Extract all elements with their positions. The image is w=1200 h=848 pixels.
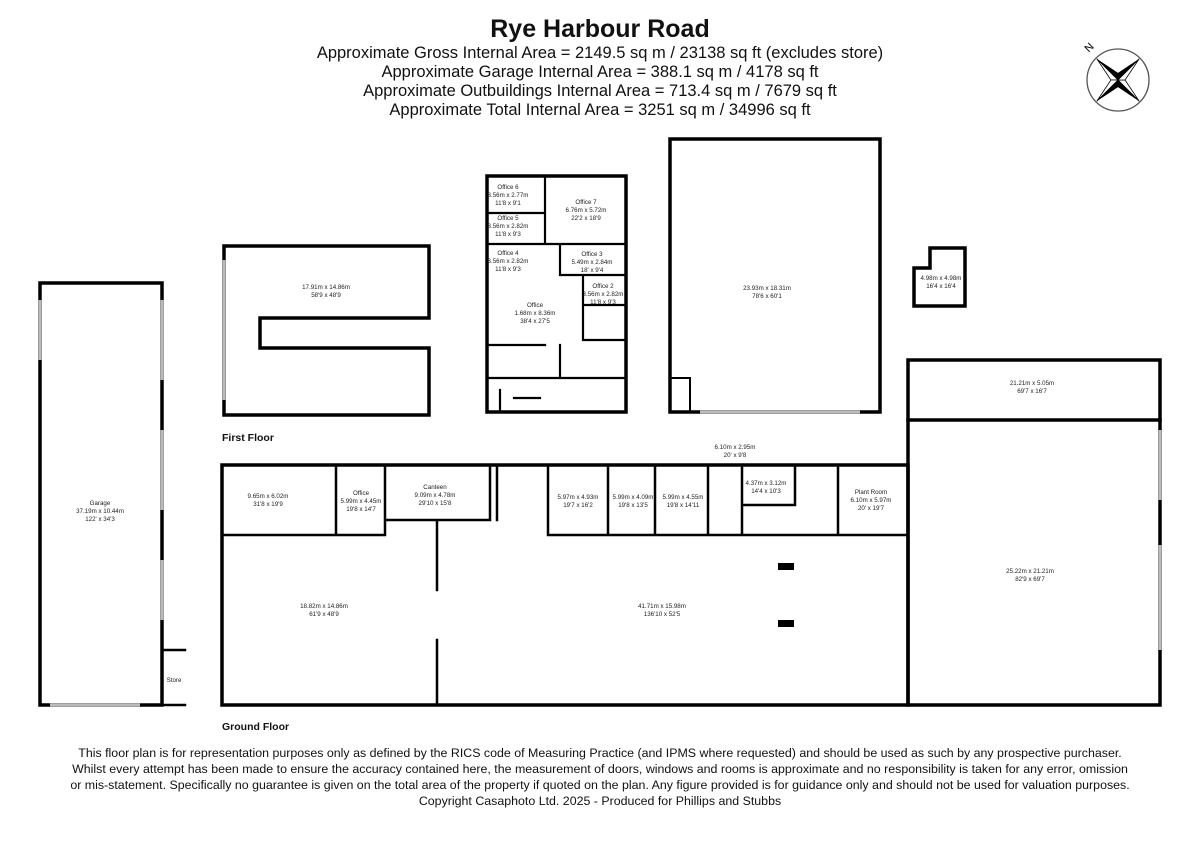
svg-text:78'6 x 60'1: 78'6 x 60'1 <box>752 293 782 300</box>
gross-internal-area: Approximate Gross Internal Area = 2149.5… <box>316 44 884 62</box>
svg-text:6.10m x 2.95m: 6.10m x 2.95m <box>715 444 756 451</box>
svg-text:Office 4: Office 4 <box>497 250 519 257</box>
svg-text:18' x 9'4: 18' x 9'4 <box>581 267 604 274</box>
svg-text:25.22m x 21.21m: 25.22m x 21.21m <box>1006 568 1054 575</box>
copyright-text: Copyright Casaphoto Ltd. 2025 - Produced… <box>418 794 782 808</box>
svg-text:Office 5: Office 5 <box>497 215 519 222</box>
svg-text:Office: Office <box>527 302 544 309</box>
svg-text:Office: Office <box>353 490 370 497</box>
svg-text:41.71m x 15.98m: 41.71m x 15.98m <box>638 603 686 610</box>
svg-text:11'8 x 9'3: 11'8 x 9'3 <box>590 299 616 306</box>
svg-text:20' x 19'7: 20' x 19'7 <box>858 505 885 512</box>
svg-text:3.56m x 2.82m: 3.56m x 2.82m <box>488 258 529 265</box>
svg-text:9.65m x 6.02m: 9.65m x 6.02m <box>248 493 289 500</box>
ground-floor-outline <box>220 463 910 707</box>
svg-text:Office 7: Office 7 <box>575 199 597 206</box>
plan-header: Rye Harbour Road Approximate Gross Inter… <box>0 14 1200 120</box>
outbuildings-internal-area: Approximate Outbuildings Internal Area =… <box>363 82 837 100</box>
ground-floor-label: Ground Floor <box>222 721 290 733</box>
svg-text:29'10 x 15'8: 29'10 x 15'8 <box>419 500 453 507</box>
svg-text:14'4 x 10'3: 14'4 x 10'3 <box>751 488 781 495</box>
svg-text:69'7 x 16'7: 69'7 x 16'7 <box>1017 388 1047 395</box>
svg-text:38'4 x 27'5: 38'4 x 27'5 <box>520 318 550 325</box>
svg-text:18.82m x 14.86m: 18.82m x 14.86m <box>300 603 348 610</box>
svg-text:19'7 x 16'2: 19'7 x 16'2 <box>563 502 593 509</box>
svg-text:61'9 x 48'9: 61'9 x 48'9 <box>309 611 339 618</box>
svg-text:11'8 x 9'3: 11'8 x 9'3 <box>495 231 521 238</box>
svg-text:Office 3: Office 3 <box>581 251 603 258</box>
svg-text:5.99m x 4.55m: 5.99m x 4.55m <box>663 494 704 501</box>
svg-text:3.56m x 2.77m: 3.56m x 2.77m <box>488 192 529 199</box>
svg-text:3.56m x 2.82m: 3.56m x 2.82m <box>488 223 529 230</box>
svg-text:82'9 x 69'7: 82'9 x 69'7 <box>1015 576 1045 583</box>
svg-text:37.19m x 10.44m: 37.19m x 10.44m <box>76 508 124 515</box>
svg-text:5.97m x 4.93m: 5.97m x 4.93m <box>558 494 599 501</box>
svg-text:6.10m x 5.97m: 6.10m x 5.97m <box>851 497 892 504</box>
svg-text:16'4 x 16'4: 16'4 x 16'4 <box>926 283 956 290</box>
svg-text:11'8 x 9'3: 11'8 x 9'3 <box>495 266 521 273</box>
garage-internal-area: Approximate Garage Internal Area = 388.1… <box>381 63 819 81</box>
svg-text:Store: Store <box>167 677 182 684</box>
small-outbuilding-outline <box>912 246 967 308</box>
first-floor-label: First Floor <box>222 432 274 444</box>
svg-text:4.37m x 3.12m: 4.37m x 3.12m <box>746 480 787 487</box>
svg-text:20' x 9'8: 20' x 9'8 <box>724 452 747 459</box>
property-title: Rye Harbour Road <box>490 15 710 43</box>
svg-text:3.56m x 2.82m: 3.56m x 2.82m <box>583 291 624 298</box>
disclaimer-text: This floor plan is for representation pu… <box>70 746 1130 792</box>
svg-text:21.21m x 5.05m: 21.21m x 5.05m <box>1010 380 1054 387</box>
svg-text:5.99m x 4.45m: 5.99m x 4.45m <box>341 498 382 505</box>
svg-text:122' x 34'3: 122' x 34'3 <box>85 516 115 523</box>
svg-text:19'8 x 13'5: 19'8 x 13'5 <box>618 502 648 509</box>
svg-text:6.76m x 5.72m: 6.76m x 5.72m <box>566 207 607 214</box>
svg-text:19'8 x 14'11: 19'8 x 14'11 <box>667 502 700 509</box>
svg-text:1.68m x 8.36m: 1.68m x 8.36m <box>515 310 556 317</box>
svg-text:5.99m x 4.09m: 5.99m x 4.09m <box>613 494 654 501</box>
room-labels: 17.91m x 14.86m 58'9 x 48'9 Office 6 3.5… <box>76 184 1054 684</box>
plan-footer: This floor plan is for representation pu… <box>70 745 1130 809</box>
svg-text:Canteen: Canteen <box>423 484 447 491</box>
garage-outline <box>38 281 164 707</box>
svg-text:22'2 x 18'9: 22'2 x 18'9 <box>571 215 601 222</box>
large-outbuilding-outline <box>668 137 882 414</box>
total-internal-area: Approximate Total Internal Area = 3251 s… <box>389 101 811 119</box>
svg-text:Office 2: Office 2 <box>592 283 614 290</box>
svg-text:Garage: Garage <box>90 500 111 507</box>
svg-text:19'8 x 14'7: 19'8 x 14'7 <box>346 506 376 513</box>
compass-rose-icon: N <box>1082 42 1150 112</box>
right-building-outline <box>906 358 1162 707</box>
svg-text:9.09m x 4.78m: 9.09m x 4.78m <box>415 492 456 499</box>
svg-text:Office 6: Office 6 <box>497 184 519 191</box>
svg-text:23.93m x 18.31m: 23.93m x 18.31m <box>743 285 791 292</box>
svg-text:5.49m x 2.84m: 5.49m x 2.84m <box>572 259 613 266</box>
svg-text:31'8 x 19'9: 31'8 x 19'9 <box>253 501 283 508</box>
first-floor-main-metric: 17.91m x 14.86m <box>302 284 350 291</box>
svg-text:136'10 x 52'5: 136'10 x 52'5 <box>644 611 681 618</box>
svg-text:11'8 x 9'1: 11'8 x 9'1 <box>495 200 521 207</box>
first-floor-outline <box>222 244 431 417</box>
svg-text:58'9 x 48'9: 58'9 x 48'9 <box>311 292 341 299</box>
svg-text:Plant Room: Plant Room <box>855 489 887 496</box>
svg-text:4.98m x 4.98m: 4.98m x 4.98m <box>921 275 962 282</box>
